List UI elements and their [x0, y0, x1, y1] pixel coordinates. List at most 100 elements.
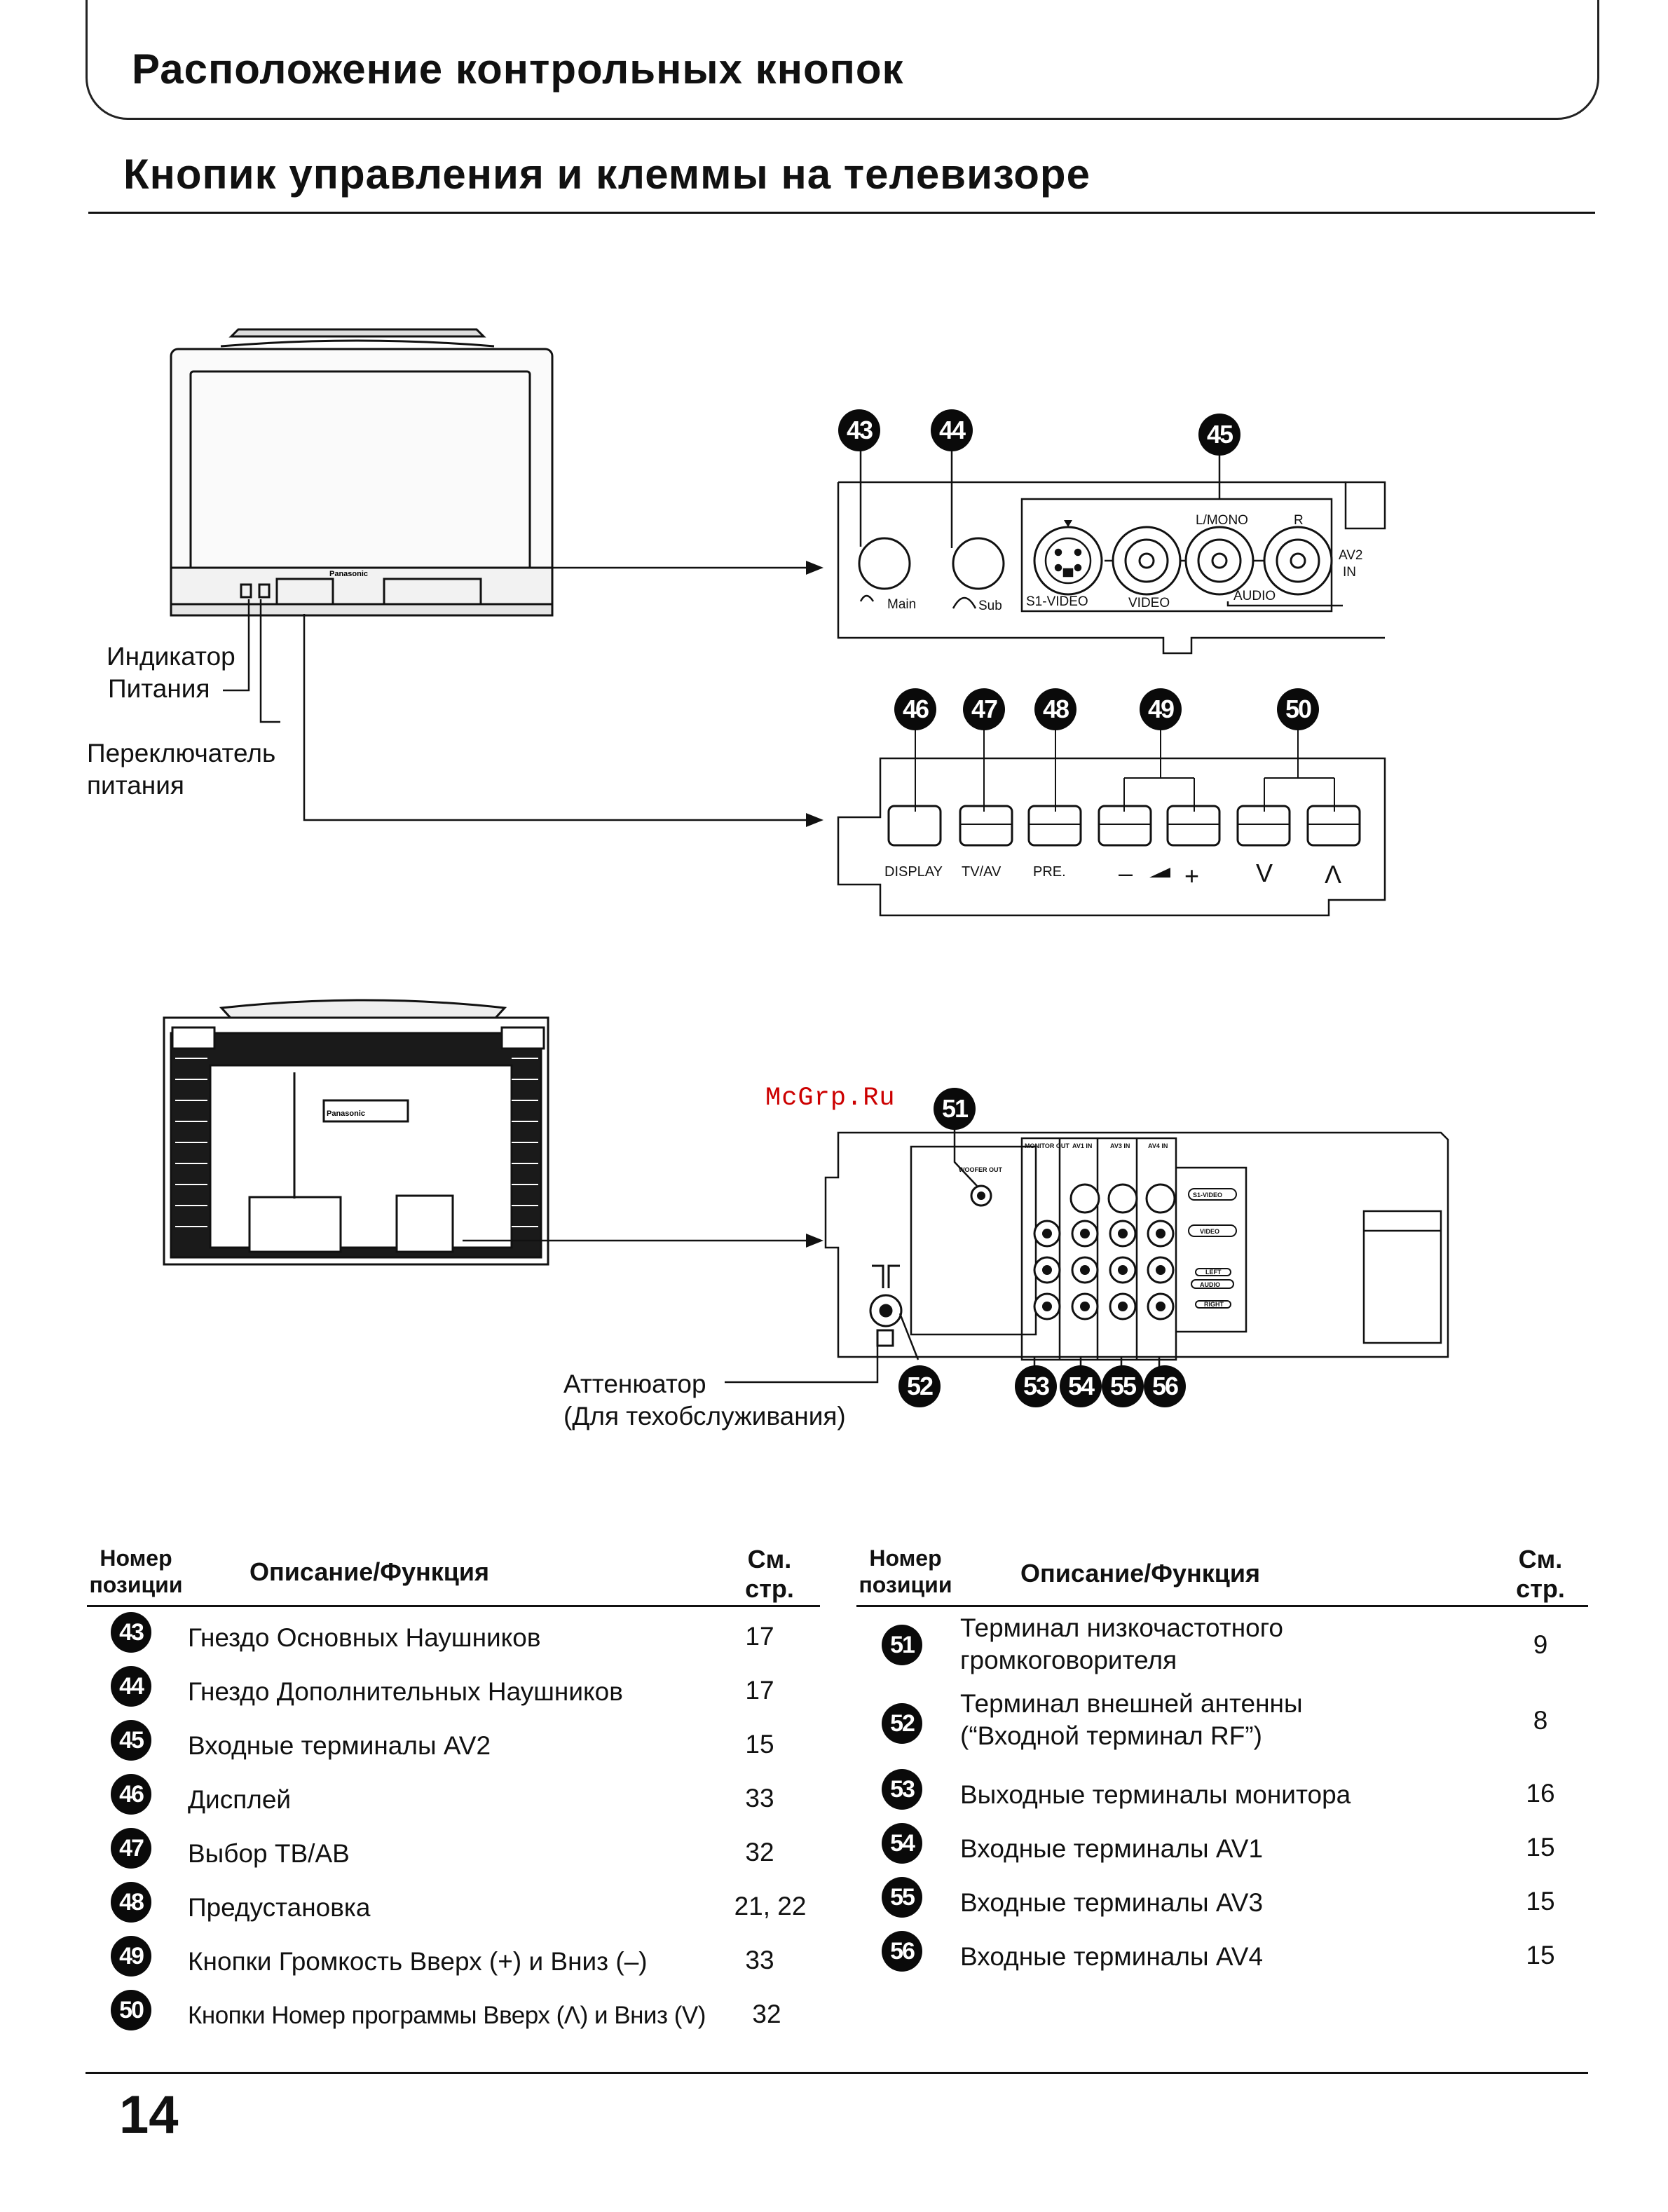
callout-54: 54: [1060, 1365, 1102, 1407]
row-badge: 53: [882, 1769, 922, 1810]
subtitle-rule: [88, 212, 1595, 214]
right-col-desc-header: Описание/Функция: [1020, 1559, 1261, 1588]
label-rear-right: RIGHT: [1204, 1301, 1224, 1308]
label-main: Main: [887, 597, 916, 612]
left-table-rule: [87, 1605, 820, 1607]
pre-button: [1027, 805, 1082, 847]
row-badge: 48: [111, 1882, 151, 1923]
label-rear-audio: AUDIO: [1200, 1281, 1220, 1288]
tvav-button: [959, 805, 1013, 847]
callout-55: 55: [1102, 1365, 1144, 1407]
buttons: [887, 805, 1361, 847]
callout-50: 50: [1277, 688, 1319, 730]
label-av2: AV2: [1339, 548, 1363, 563]
watermark: McGrp.Ru: [765, 1084, 896, 1113]
callout-49: 49: [1140, 688, 1182, 730]
callout-56: 56: [1144, 1365, 1186, 1407]
callout-52: 52: [898, 1365, 941, 1407]
row-page: 17: [745, 1676, 774, 1705]
row-badge: 45: [111, 1720, 151, 1761]
tv-front-brand: Panasonic: [329, 570, 368, 578]
callout-48: 48: [1034, 688, 1076, 730]
program-up-button: [1306, 805, 1361, 847]
right-col-page-header: См. стр.: [1516, 1545, 1565, 1603]
row-desc: Терминал низкочастотного громкоговорител…: [960, 1613, 1283, 1674]
row-desc: Дисплей: [188, 1785, 292, 1814]
row-page: 15: [1526, 1833, 1555, 1862]
tv-front-drawing: [170, 328, 554, 617]
rear-panel-outline: [824, 1131, 1449, 1358]
row-desc: Входные терминалы AV3: [960, 1888, 1264, 1917]
main-headphone-jack: [858, 537, 911, 590]
program-down-button: [1236, 805, 1291, 847]
section-header-frame: [86, 0, 1599, 120]
row-page: 15: [745, 1730, 774, 1759]
row-page: 15: [1526, 1887, 1555, 1916]
row-badge: 47: [111, 1828, 151, 1869]
row-badge: 43: [111, 1612, 151, 1653]
label-lmono: L/MONO: [1196, 513, 1248, 528]
callout-45: 45: [1198, 414, 1240, 456]
left-col-desc-header: Описание/Функция: [249, 1557, 490, 1586]
row-desc: Гнездо Дополнительных Наушников: [188, 1677, 623, 1706]
row-page: 17: [745, 1622, 774, 1651]
attenuator-label: Аттенюатор (Для техобслуживания): [563, 1370, 846, 1431]
front-diagram: Panasonic: [170, 328, 1386, 917]
arrow-to-rear-panel: [806, 1234, 823, 1248]
left-col-num-header: Номер позиции: [89, 1545, 183, 1597]
power-switch-label: Переключатель питания: [87, 739, 276, 800]
row-page: 32: [745, 1838, 774, 1866]
row-desc: Кнопки Громкость Вверх (+) и Вниз (–): [188, 1947, 648, 1976]
row-desc: Входные терминалы AV1: [960, 1834, 1264, 1863]
row-badge: 54: [882, 1823, 922, 1864]
arrow-to-button-panel: [806, 813, 823, 827]
row-page: 9: [1533, 1630, 1548, 1659]
label-audio: AUDIO: [1233, 589, 1276, 603]
front-leader-lines: [223, 566, 820, 821]
row-desc: Входные терминалы AV4: [960, 1942, 1264, 1971]
rear-diagram: Panasonic WOOFER OUT MONITOR OU: [163, 999, 1449, 1384]
volume-icon: [1149, 868, 1170, 878]
tv-rear-drawing: [163, 999, 549, 1266]
right-table-rule: [856, 1605, 1588, 1607]
label-in: IN: [1343, 565, 1356, 580]
label-plus: +: [1184, 861, 1199, 890]
row-page: 15: [1526, 1941, 1555, 1969]
rear-jacks: [1033, 1183, 1176, 1320]
callout-43: 43: [838, 409, 880, 451]
antenna-terminal: [869, 1264, 903, 1347]
label-rear-video: VIDEO: [1200, 1228, 1219, 1235]
row-desc: Кнопки Номер программы Вверх (Λ) и Вниз …: [188, 2002, 706, 2029]
s1-video-jack: [1033, 526, 1103, 596]
footer-rule: [86, 2072, 1588, 2074]
row-desc: Выбор ТВ/АВ: [188, 1839, 350, 1868]
label-av1-in: AV1 IN: [1072, 1142, 1092, 1149]
label-sub: Sub: [978, 599, 1002, 613]
volume-up-button: [1166, 805, 1221, 847]
label-rear-left: LEFT: [1205, 1269, 1222, 1276]
row-desc: Терминал внешней антенны (“Входной терми…: [960, 1689, 1303, 1750]
button-panel-outline: [837, 757, 1386, 917]
row-badge: 52: [882, 1703, 922, 1744]
page-subtitle: Кнопик управления и клеммы на телевизоре: [123, 151, 1091, 198]
tv-rear-brand: Panasonic: [327, 1110, 365, 1118]
row-desc: Предустановка: [188, 1893, 371, 1922]
row-page: 33: [745, 1784, 774, 1812]
row-desc: Входные терминалы AV2: [188, 1731, 491, 1760]
jacks: [858, 526, 1333, 596]
label-video: VIDEO: [1128, 596, 1170, 610]
label-woofer: WOOFER OUT: [959, 1166, 1002, 1173]
row-page: 33: [745, 1946, 774, 1974]
row-badge: 44: [111, 1666, 151, 1707]
row-desc: Выходные терминалы монитора: [960, 1780, 1351, 1809]
right-col-num-header: Номер позиции: [859, 1545, 952, 1597]
section-title: Расположение контрольных кнопок: [132, 46, 904, 93]
row-page: 8: [1533, 1706, 1548, 1735]
label-pre: PRE.: [1033, 864, 1066, 880]
label-s1video: S1-VIDEO: [1026, 594, 1088, 609]
label-av3-in: AV3 IN: [1110, 1142, 1130, 1149]
row-badge: 51: [882, 1625, 922, 1665]
power-indicator-label: Индикатор Питания: [107, 642, 235, 703]
jack-panel-outline: [837, 481, 1386, 655]
row-page: 16: [1526, 1779, 1555, 1808]
